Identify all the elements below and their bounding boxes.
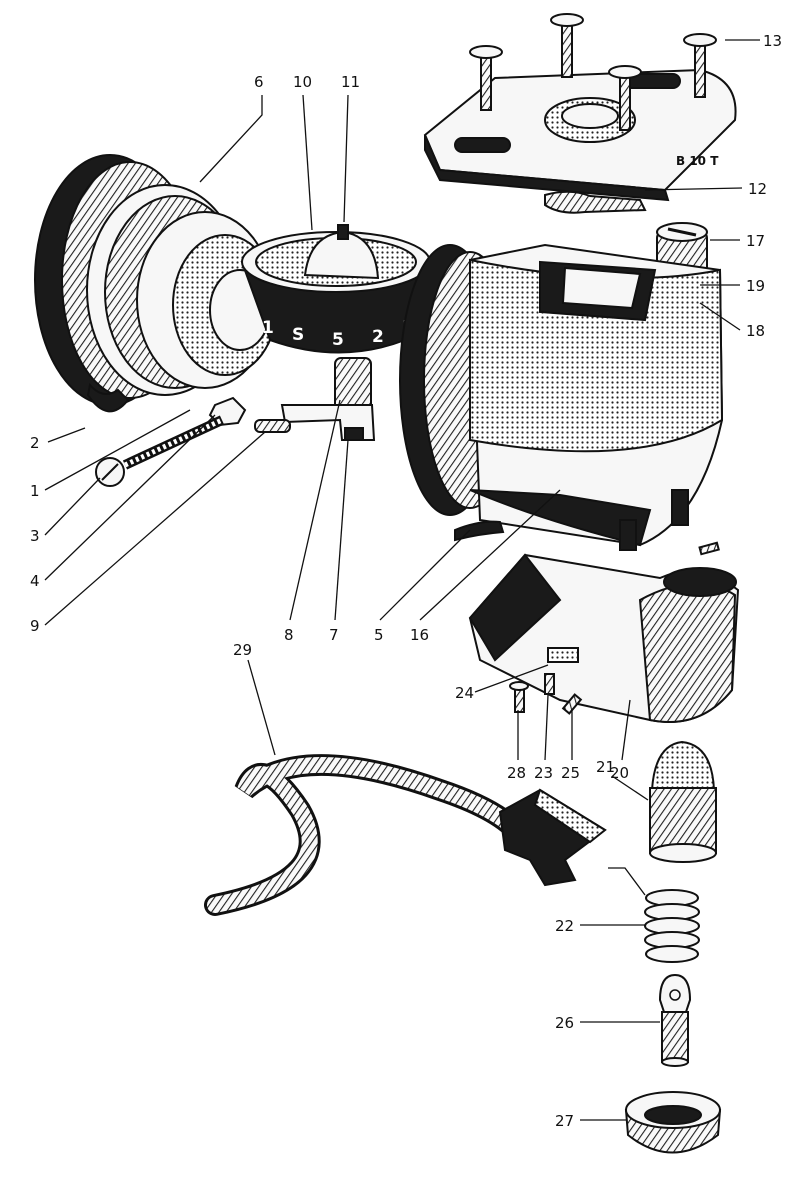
callout-17: 17 <box>746 232 765 250</box>
callout-2: 2 <box>30 434 40 452</box>
callout-21: 21 <box>596 758 615 776</box>
callout-7: 7 <box>329 626 339 644</box>
dial-marking: S <box>292 325 304 345</box>
dial-marking: 1 <box>262 318 274 338</box>
dial-marking: 5 <box>332 330 344 350</box>
callout-28: 27 <box>555 1112 574 1130</box>
cable-drawing <box>204 754 607 916</box>
lamp-housing-drawing <box>468 541 740 723</box>
callout-19: 19 <box>746 277 765 295</box>
callout-8: 8 <box>284 626 294 644</box>
spring-drawing <box>608 867 700 963</box>
callout-26: 28 <box>507 764 526 782</box>
ring-drawing <box>624 1091 722 1154</box>
callout-10: 10 <box>293 73 312 91</box>
callout-4: 4 <box>30 572 40 590</box>
callout-3: 3 <box>30 527 40 545</box>
cover-plate-drawing: B 10 T <box>423 13 737 214</box>
leader-lines <box>44 39 760 1121</box>
plate-marking: B 10 T <box>676 154 719 168</box>
bulb-drawing <box>658 973 692 1067</box>
callout-5: 5 <box>374 626 384 644</box>
callout-27: 26 <box>555 1014 574 1032</box>
callout-1: 1 <box>30 482 40 500</box>
lamp-cap-drawing <box>649 740 717 863</box>
callout-12: 12 <box>748 180 767 198</box>
callout-11: 11 <box>341 73 360 91</box>
callout-9: 9 <box>30 617 40 635</box>
callout-25: 25 <box>561 764 580 782</box>
drum-housing-drawing <box>34 154 278 413</box>
callout-29: 29 <box>233 641 252 659</box>
callout-labels: 6 10 11 13 12 17 19 18 2 1 3 4 9 8 7 5 1… <box>30 32 782 1130</box>
cover-screws <box>469 13 717 131</box>
callout-20: 20 <box>610 764 629 782</box>
dial-marking: 2 <box>372 327 384 347</box>
callout-24: 24 <box>455 684 474 702</box>
callout-16: 16 <box>410 626 429 644</box>
main-body-drawing <box>399 243 724 551</box>
callout-13: 13 <box>763 32 782 50</box>
callout-6: 6 <box>254 73 264 91</box>
callout-22: 22 <box>555 917 574 935</box>
callout-18: 18 <box>746 322 765 340</box>
callout-23: 23 <box>534 764 553 782</box>
